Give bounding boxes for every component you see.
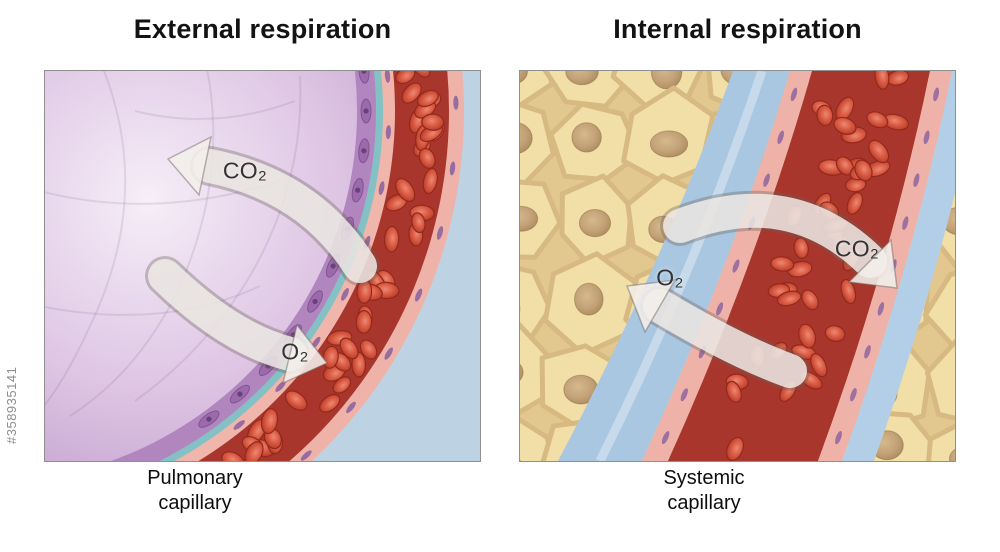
red-blood-cells: [725, 71, 910, 461]
figure-external-respiration: CO₂ O₂: [44, 70, 481, 462]
internal-respiration-illustration: [520, 71, 955, 461]
o2-diffusion-arrow: [625, 279, 810, 391]
caption-line-1: Systemic: [663, 467, 745, 489]
panel-internal-respiration: Internal respiration: [519, 0, 956, 552]
stock-watermark-id: #358935141: [4, 366, 19, 444]
panel-external-respiration: External respiration: [44, 0, 481, 552]
fluid-highlight: [595, 71, 767, 461]
endothelial-nuclei: [233, 71, 459, 461]
red-blood-cells: [221, 71, 445, 461]
external-respiration-illustration: [45, 71, 480, 461]
caption-line-2: capillary: [667, 492, 741, 514]
pulmonary-capillary-caption: Pulmonary capillary: [45, 466, 345, 516]
caption-line-2: capillary: [158, 492, 232, 514]
co2-diffusion-arrow: [660, 190, 898, 289]
alveolus-surface-mesh: [45, 71, 302, 417]
figure-internal-respiration: O₂ CO₂: [519, 70, 956, 462]
co2-diffusion-arrow: [166, 135, 380, 286]
systemic-capillary-caption: Systemic capillary: [520, 466, 888, 516]
external-respiration-title: External respiration: [133, 14, 392, 44]
interstitial-fluid-strip: [842, 71, 955, 461]
o2-diffusion-arrow: [145, 256, 329, 385]
internal-respiration-title: Internal respiration: [613, 14, 862, 44]
caption-line-1: Pulmonary: [147, 467, 243, 489]
capillary-inner-wall: [642, 71, 812, 461]
endothelial-nuclei: [661, 87, 940, 445]
alveolus: [45, 71, 357, 461]
interstitial-fluid: [558, 71, 790, 461]
